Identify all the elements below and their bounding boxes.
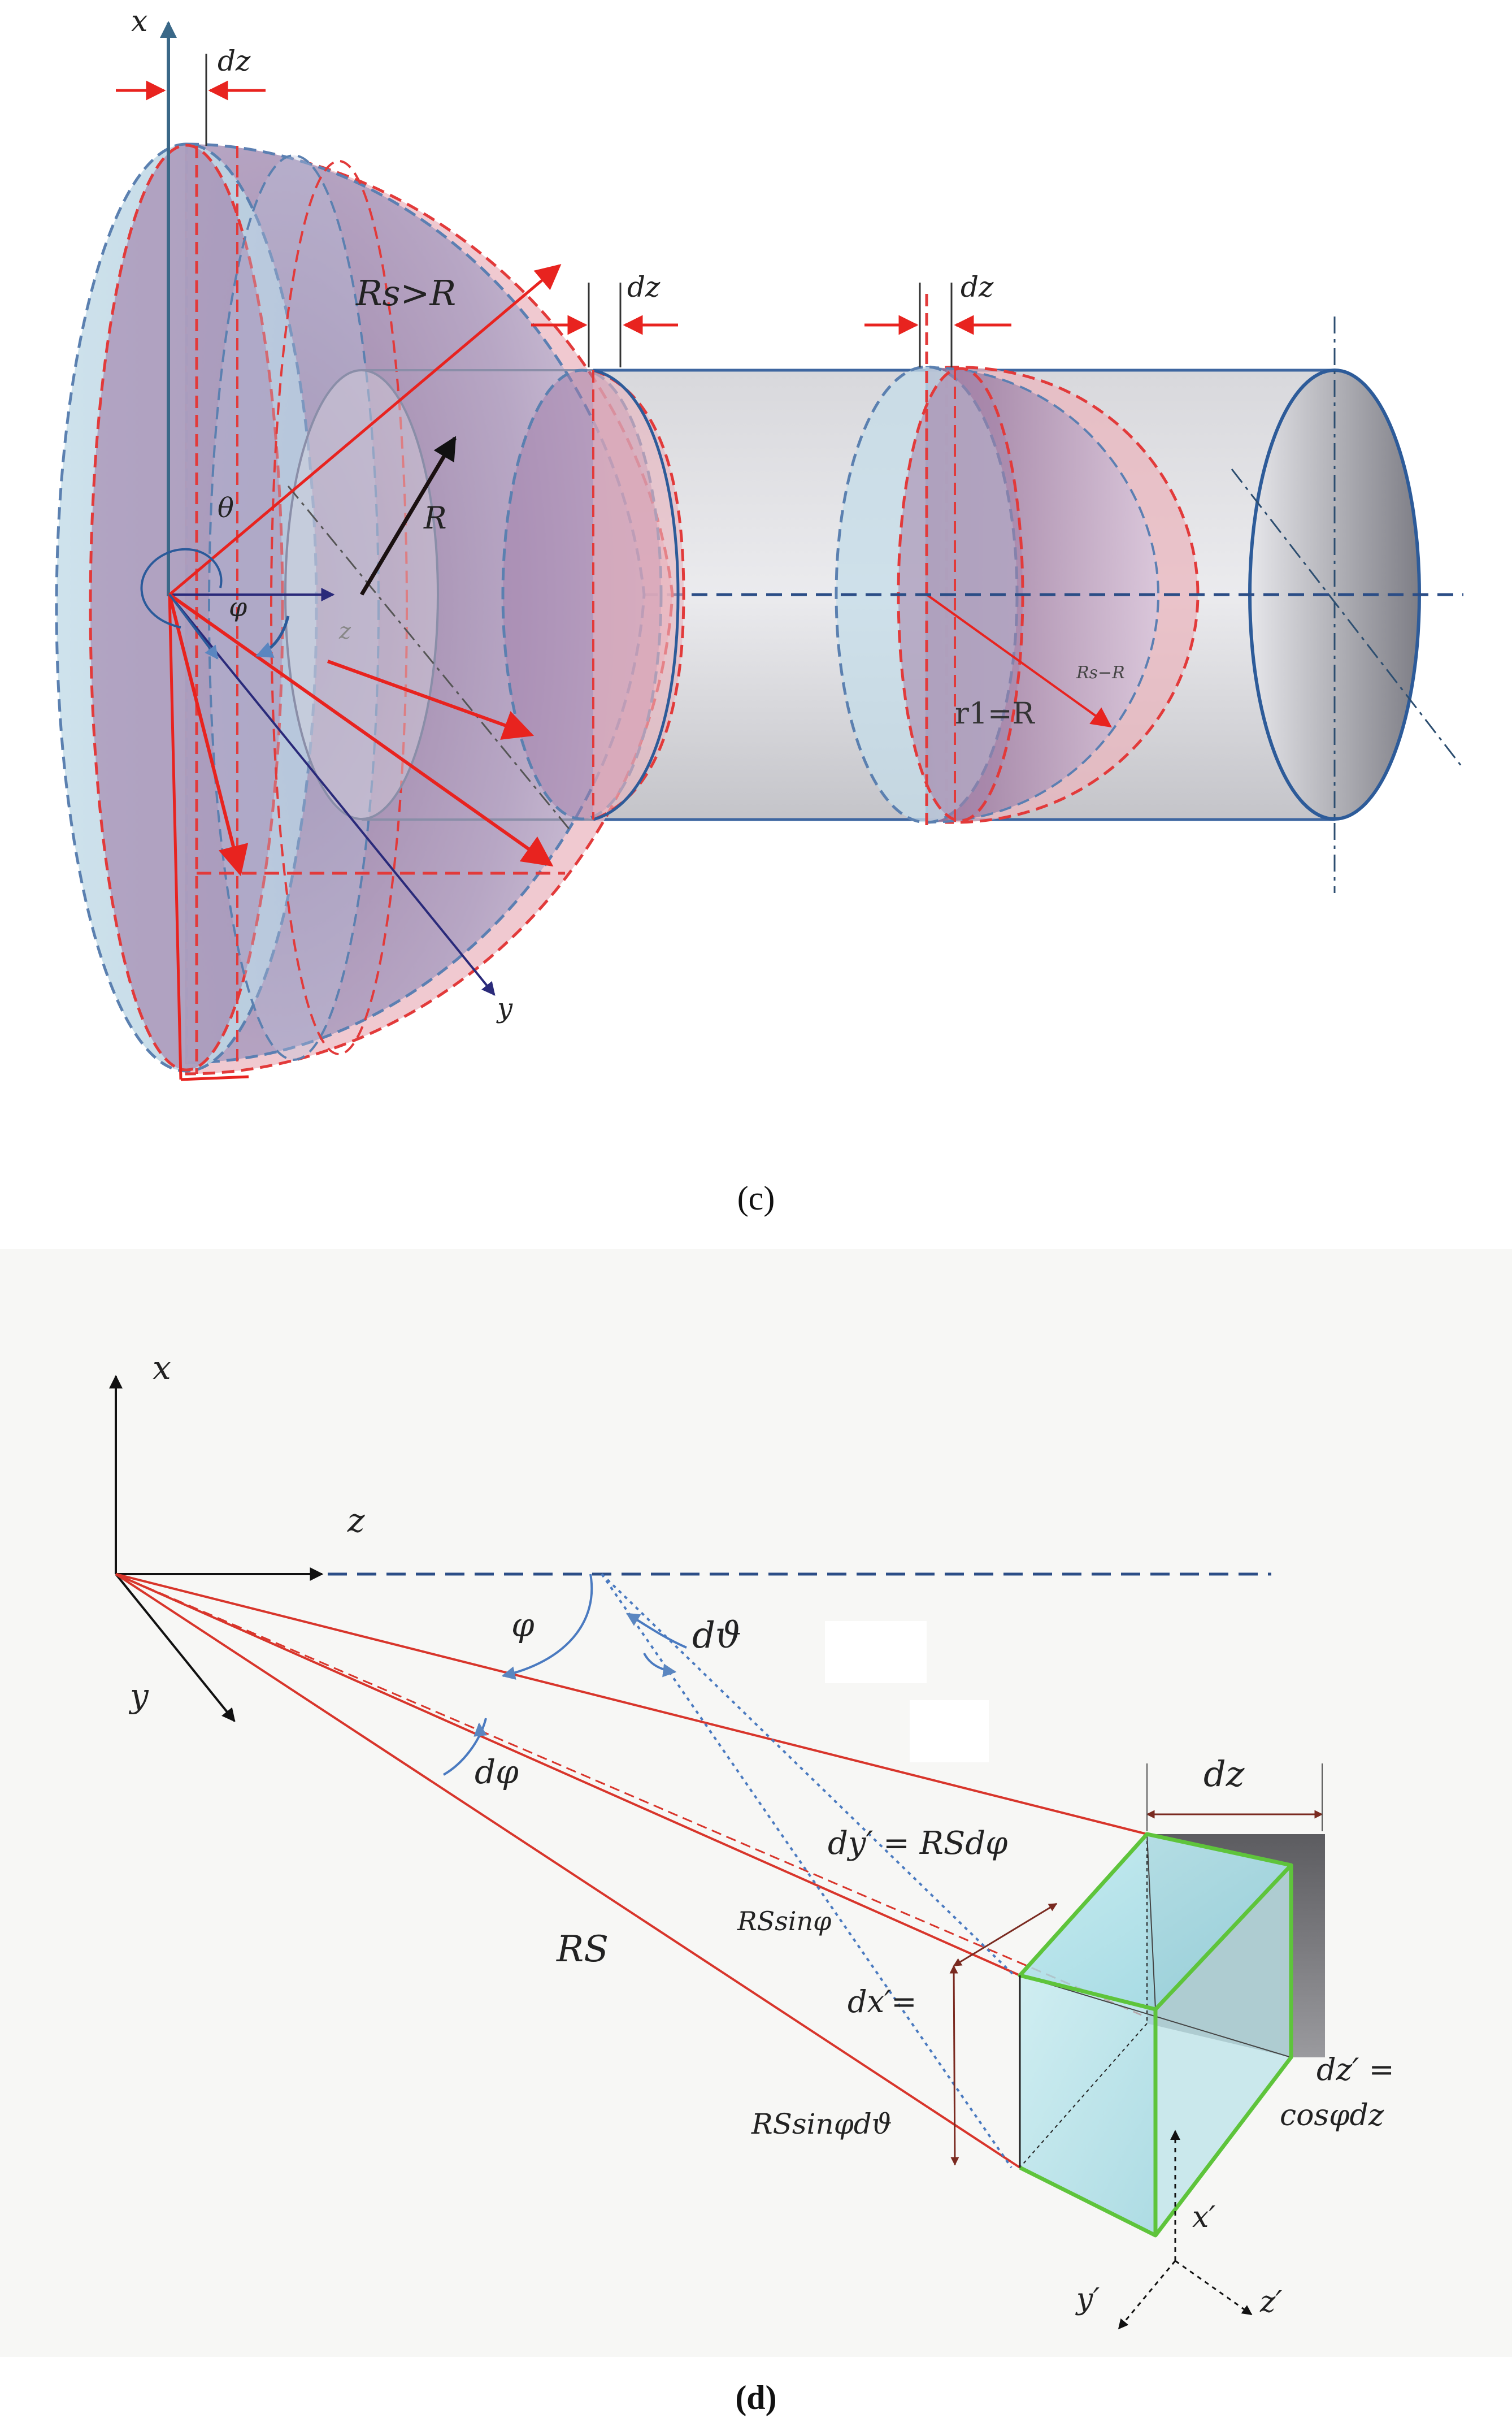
d-label-axis-y: y bbox=[128, 1676, 149, 1715]
d-label-rs: RS bbox=[556, 1928, 609, 1970]
box-side-face bbox=[1155, 1865, 1291, 2235]
figure-d: x z y φ dϑ dφ RS dz dy′ = RSdφ RSsinφ dx… bbox=[0, 1249, 1512, 2416]
label-axis-x: x bbox=[131, 5, 147, 38]
box-inner-line-2 bbox=[1146, 1834, 1156, 2010]
label-dz-middle: dz bbox=[627, 271, 661, 304]
d-label-phi: φ bbox=[511, 1606, 535, 1644]
white-patch-1 bbox=[825, 1621, 927, 1683]
axis-z-prime bbox=[1175, 2260, 1253, 2316]
d-phi-arc bbox=[501, 1574, 593, 1680]
d-label-dy-prime: dy′ = RSdφ bbox=[828, 1825, 1007, 1862]
label-r: R bbox=[423, 500, 447, 536]
dx-dimension bbox=[949, 1965, 959, 2166]
label-rs-gt-r: Rs>R bbox=[355, 272, 456, 314]
ray-bottom bbox=[115, 1573, 1021, 2169]
dome-diagonal-axis bbox=[287, 486, 572, 831]
caption-d: (d) bbox=[735, 2379, 776, 2416]
ray-top bbox=[115, 1573, 1148, 1835]
phi-arc bbox=[255, 616, 290, 658]
d-label-axis-z: z bbox=[347, 1501, 365, 1540]
inner-red-band bbox=[270, 160, 408, 1055]
figure-c: x dz dz dz Rs>R R θ φ z y Rs−R r1=R (c) bbox=[55, 5, 1465, 1217]
label-phi: φ bbox=[229, 592, 247, 622]
box-top-face bbox=[1020, 1834, 1291, 2009]
label-rs-minus-r: Rs−R bbox=[1076, 663, 1125, 683]
label-axis-y: y bbox=[496, 993, 513, 1024]
theta-arc bbox=[140, 548, 223, 629]
axis-y-arrow bbox=[168, 593, 496, 996]
box-dark-back bbox=[1147, 1834, 1325, 2057]
label-dz-top: dz bbox=[218, 45, 251, 77]
d-theta-arc-top bbox=[625, 1613, 687, 1649]
d-label-dx-prime: dx′= bbox=[848, 1984, 917, 2019]
red-base-stub bbox=[180, 1075, 249, 1081]
box-front-face bbox=[1020, 1975, 1155, 2235]
label-dz-right: dz bbox=[961, 271, 994, 304]
cylinder-ring-solid bbox=[593, 369, 680, 821]
small-blue-arrow bbox=[168, 593, 219, 660]
d-label-x-prime: x′ bbox=[1192, 2200, 1215, 2234]
radius-arrow-down bbox=[168, 594, 249, 877]
figure-d-background bbox=[0, 1249, 1512, 2357]
label-theta: θ bbox=[218, 492, 234, 524]
box-bottom-outline bbox=[1019, 2165, 1157, 2238]
dy-dimension bbox=[953, 1902, 1058, 1967]
d-label-cos-phi-dz: cosφdz bbox=[1280, 2099, 1384, 2133]
d-label-dz: dz bbox=[1203, 1753, 1245, 1795]
cylinder-ring-red bbox=[593, 369, 685, 821]
d-label-dz-prime-eq: dz′ = bbox=[1317, 2052, 1394, 2087]
d-label-rs-sin-phi: RSsinφ bbox=[737, 1906, 832, 1936]
red-down-line bbox=[168, 594, 183, 1080]
label-r1-eq-r: r1=R bbox=[955, 697, 1036, 731]
d-theta-arc-bottom bbox=[643, 1653, 677, 1678]
d-label-rs-sin-phi-dtheta: RSsinφdϑ bbox=[751, 2108, 892, 2140]
d-axis-y-arrow bbox=[115, 1573, 236, 1722]
d-dphi-tick bbox=[473, 1722, 488, 1737]
inner-cylinder-edges bbox=[362, 369, 593, 821]
caption-c: (c) bbox=[737, 1180, 775, 1217]
radius-arrow-mid bbox=[327, 660, 535, 740]
d-label-y-prime: y′ bbox=[1075, 2282, 1100, 2316]
box-hidden-edge-2 bbox=[1019, 2023, 1148, 2168]
box-side-outline bbox=[1153, 1865, 1293, 2238]
r-radius-arrow bbox=[359, 436, 457, 596]
d-label-dtheta: dϑ bbox=[692, 1615, 741, 1657]
d-label-z-prime: z′ bbox=[1259, 2285, 1282, 2319]
white-patch-2 bbox=[910, 1700, 989, 1762]
axis-y-prime bbox=[1118, 2260, 1176, 2330]
radius-arrow-lower bbox=[168, 593, 554, 867]
ray-middle bbox=[115, 1573, 1020, 1977]
d-label-dphi: dφ bbox=[475, 1753, 519, 1791]
label-axis-z: z bbox=[338, 618, 351, 644]
d-label-axis-x: x bbox=[153, 1349, 171, 1387]
rs-radius-arrow bbox=[168, 264, 562, 596]
ray-dashed bbox=[115, 1573, 1142, 2016]
rs-minus-r-arrow bbox=[926, 593, 1112, 728]
